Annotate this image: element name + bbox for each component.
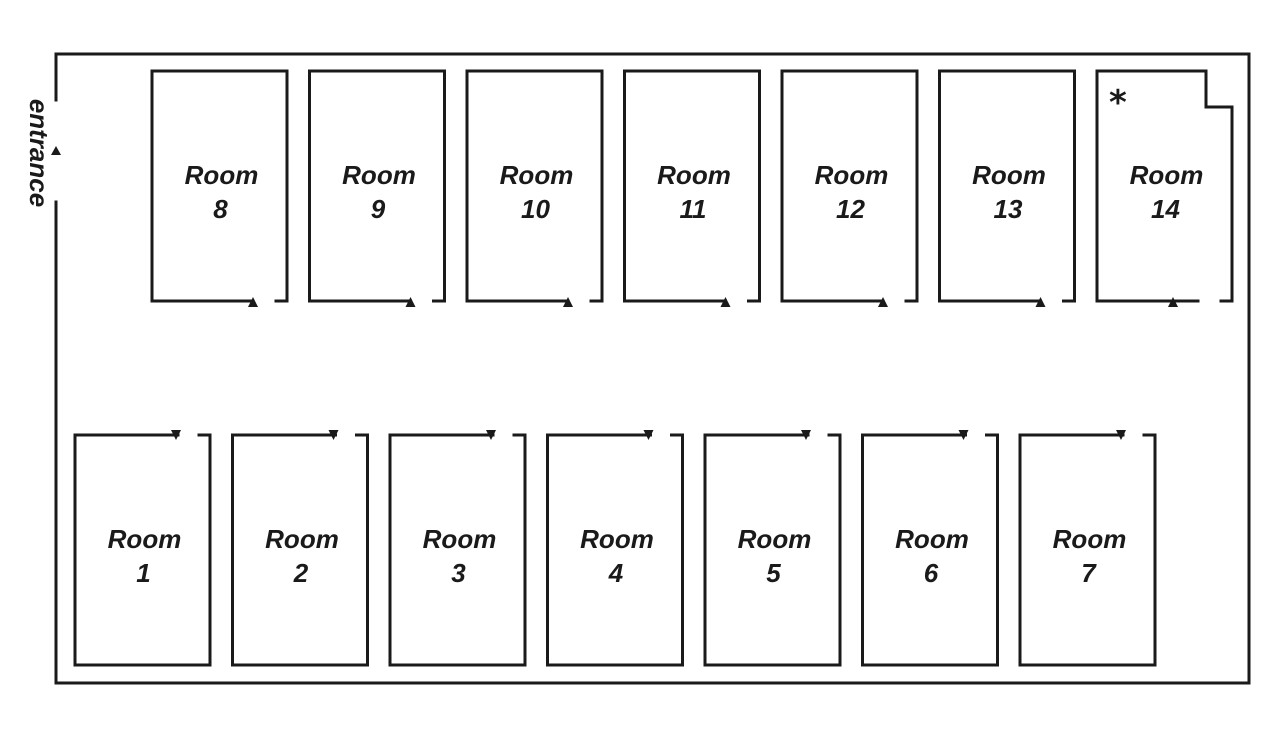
room-4[interactable]: Room 4 [546, 430, 684, 667]
door-arrow-icon [801, 430, 811, 440]
door-arrow-icon [1116, 430, 1126, 440]
room-label-number: 14 [1151, 194, 1180, 224]
room-wall [623, 69, 761, 303]
door-arrow-icon [248, 297, 258, 307]
room-label-word: Room [342, 160, 416, 190]
room-9[interactable]: Room 9 [308, 69, 446, 307]
door-arrow-icon [171, 430, 181, 440]
room-wall [1095, 69, 1234, 303]
door-arrow-icon [328, 430, 339, 440]
room-wall [388, 433, 527, 667]
room-wall [308, 69, 446, 303]
room-wall [780, 69, 919, 303]
room-13[interactable]: Room 13 [938, 69, 1076, 307]
room-label-number: 12 [836, 194, 865, 224]
room-label-number: 1 [136, 558, 150, 588]
door-arrow-icon [720, 297, 731, 307]
room-label-number: 9 [371, 194, 386, 224]
door-arrow-icon [958, 430, 969, 440]
room-wall [938, 69, 1076, 303]
door-arrow-icon [405, 297, 416, 307]
room-14[interactable]: Room 14 [1095, 69, 1234, 307]
room-wall [546, 433, 684, 667]
room-label-number: 11 [680, 194, 707, 224]
entrance-arrow-icon [51, 146, 61, 155]
entrance-label: entrance [24, 99, 54, 207]
room-label-number: 7 [1081, 558, 1097, 588]
rooms-top-row: Room 8 Room 9 Room 10 Room 11 Room 12 Room 13 Room 14 [150, 69, 1234, 307]
room-label-word: Room [1130, 160, 1204, 190]
room-wall [861, 433, 999, 667]
room-label-number: 4 [608, 558, 624, 588]
room-label-word: Room [972, 160, 1046, 190]
room-12[interactable]: Room 12 [780, 69, 919, 307]
room-8[interactable]: Room 8 [150, 69, 289, 307]
door-arrow-icon [486, 430, 496, 440]
room-label-number: 10 [521, 194, 550, 224]
entrance[interactable]: entrance [24, 99, 61, 207]
door-arrow-icon [563, 297, 573, 307]
room-5[interactable]: Room 5 [703, 430, 842, 667]
room-10[interactable]: Room 10 [465, 69, 604, 307]
room-label-word: Room [265, 524, 339, 554]
room-wall [1018, 433, 1157, 667]
room-wall [703, 433, 842, 667]
room-label-number: 6 [924, 558, 939, 588]
room-wall [231, 433, 369, 667]
room-2[interactable]: Room 2 [231, 430, 369, 667]
room-label-word: Room [738, 524, 812, 554]
door-arrow-icon [643, 430, 654, 440]
outer-wall [54, 52, 1251, 685]
room-3[interactable]: Room 3 [388, 430, 527, 667]
room-label-word: Room [580, 524, 654, 554]
room-wall [150, 69, 289, 303]
room-label-number: 13 [994, 194, 1023, 224]
room-label-word: Room [815, 160, 889, 190]
room-label-word: Room [500, 160, 574, 190]
rooms-bottom-row: Room 1 Room 2 Room 3 Room 4 Room 5 Room 6 Room 7 [73, 430, 1157, 667]
room-label-number: 2 [293, 558, 309, 588]
room-11[interactable]: Room 11 [623, 69, 761, 307]
room-label-word: Room [657, 160, 731, 190]
room-label-word: Room [895, 524, 969, 554]
room-1[interactable]: Room 1 [73, 430, 212, 667]
room-label-word: Room [1053, 524, 1127, 554]
room-label-number: 5 [766, 558, 781, 588]
room-label-word: Room [108, 524, 182, 554]
room-wall [465, 69, 604, 303]
door-arrow-icon [878, 297, 888, 307]
special-marker-icon: * [1109, 83, 1127, 123]
room-label-number: 3 [451, 558, 466, 588]
door-arrow-icon [1168, 297, 1178, 307]
room-6[interactable]: Room 6 [861, 430, 999, 667]
room-label-word: Room [185, 160, 259, 190]
room-7[interactable]: Room 7 [1018, 430, 1157, 667]
room-label-word: Room [423, 524, 497, 554]
room-wall [73, 433, 212, 667]
room-label-number: 8 [213, 194, 228, 224]
door-arrow-icon [1035, 297, 1046, 307]
